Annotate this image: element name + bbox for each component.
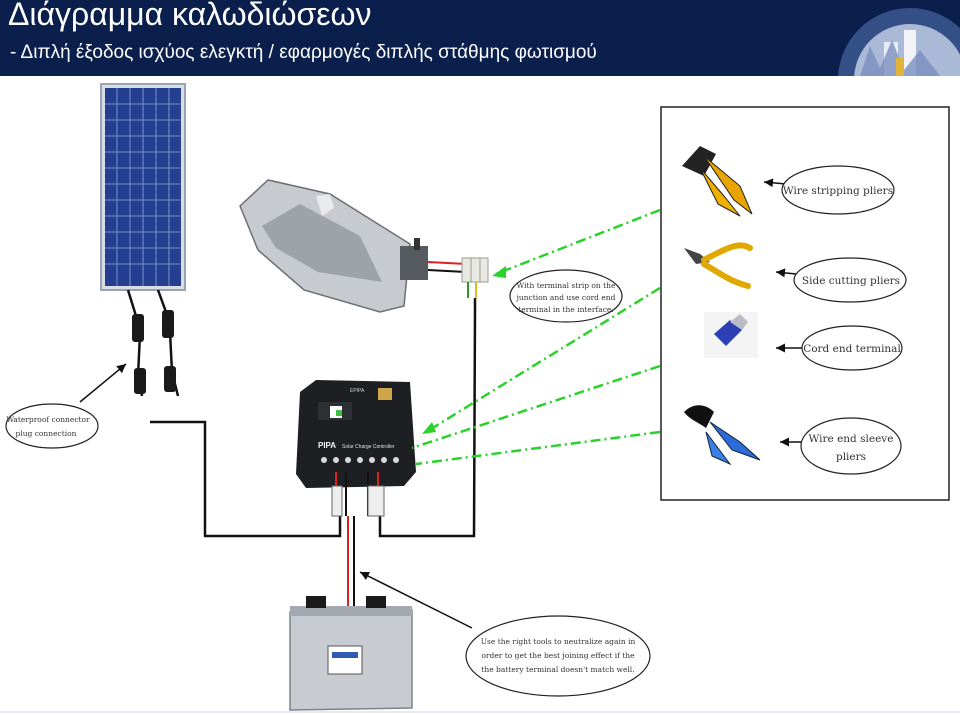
tool-label-wire-end-sleeve: Wire end sleeve pliers (800, 417, 902, 475)
callout-waterproof-arrow (79, 363, 127, 403)
callout-waterproof-line1: Waterproof connector (6, 415, 90, 424)
wire-end-sleeve-pliers-icon (684, 405, 761, 466)
street-light (239, 179, 428, 313)
controller-model: EPIPA (350, 388, 365, 394)
callout-right-tools-line1: Use the right tools to neutralize again … (481, 637, 636, 646)
callout-right-tools-line3: the battery terminal doesn't match well. (481, 665, 634, 674)
fuse-left (331, 485, 343, 517)
tool-label-wire-stripping: Wire stripping pliers (781, 165, 895, 215)
callout-right-tools: Use the right tools to neutralize again … (465, 615, 651, 697)
callout-waterproof-line2: plug connection (16, 429, 77, 438)
wiring-diagram: EPIPA PIPA Solar Charge Controller (0, 83, 960, 713)
callout-terminal-strip: With terminal strip on the junction and … (509, 269, 623, 323)
green-arrow-heads (422, 266, 506, 434)
solar-charge-controller: EPIPA PIPA Solar Charge Controller (296, 380, 416, 488)
tool-label-wire-end-sleeve-line2: pliers (836, 451, 866, 463)
fuse-right (367, 485, 385, 517)
callout-terminal-strip-line3: terminal in the interface. (518, 305, 613, 314)
tool-label-cord-end-text: Cord end terminal (803, 343, 901, 355)
header-bar: Διάγραμμα καλωδιώσεων - Διπλή έξοδος ισχ… (0, 0, 960, 76)
terminal-strip (461, 257, 489, 298)
tool-label-wire-end-sleeve-line1: Wire end sleeve (809, 433, 894, 445)
green-guide-arrows (411, 208, 661, 466)
tool-label-side-cutting: Side cutting pliers (793, 257, 907, 303)
wire-stripping-pliers-icon (682, 146, 753, 217)
callout-right-tools-line2: order to get the best joining effect if … (481, 651, 635, 660)
callout-terminal-strip-line2: junction and use cord end (516, 293, 616, 302)
tool-label-wire-stripping-text: Wire stripping pliers (783, 185, 893, 197)
controller-brand: PIPA (318, 441, 336, 450)
page-title: Διάγραμμα καλωδιώσεων (8, 0, 372, 32)
side-cutting-pliers-icon (684, 242, 753, 289)
light-leads (427, 261, 467, 273)
corner-logo (838, 8, 960, 76)
battery (289, 596, 413, 711)
callout-right-tools-arrow (359, 571, 473, 629)
callout-waterproof: Waterproof connector plug connection (5, 403, 99, 449)
tool-label-side-cutting-text: Side cutting pliers (802, 275, 900, 287)
controller-label: Solar Charge Controller (342, 444, 395, 450)
page-subtitle: - Διπλή έξοδος ισχύος ελεγκτή / εφαρμογέ… (10, 42, 597, 63)
mc4-connectors (132, 310, 176, 394)
battery-wires (347, 516, 355, 616)
callout-terminal-strip-line1: With terminal strip on the (517, 281, 616, 290)
tool-label-cord-end: Cord end terminal (801, 325, 903, 371)
cord-end-terminal-icon (704, 312, 758, 358)
solar-panel (100, 83, 186, 291)
